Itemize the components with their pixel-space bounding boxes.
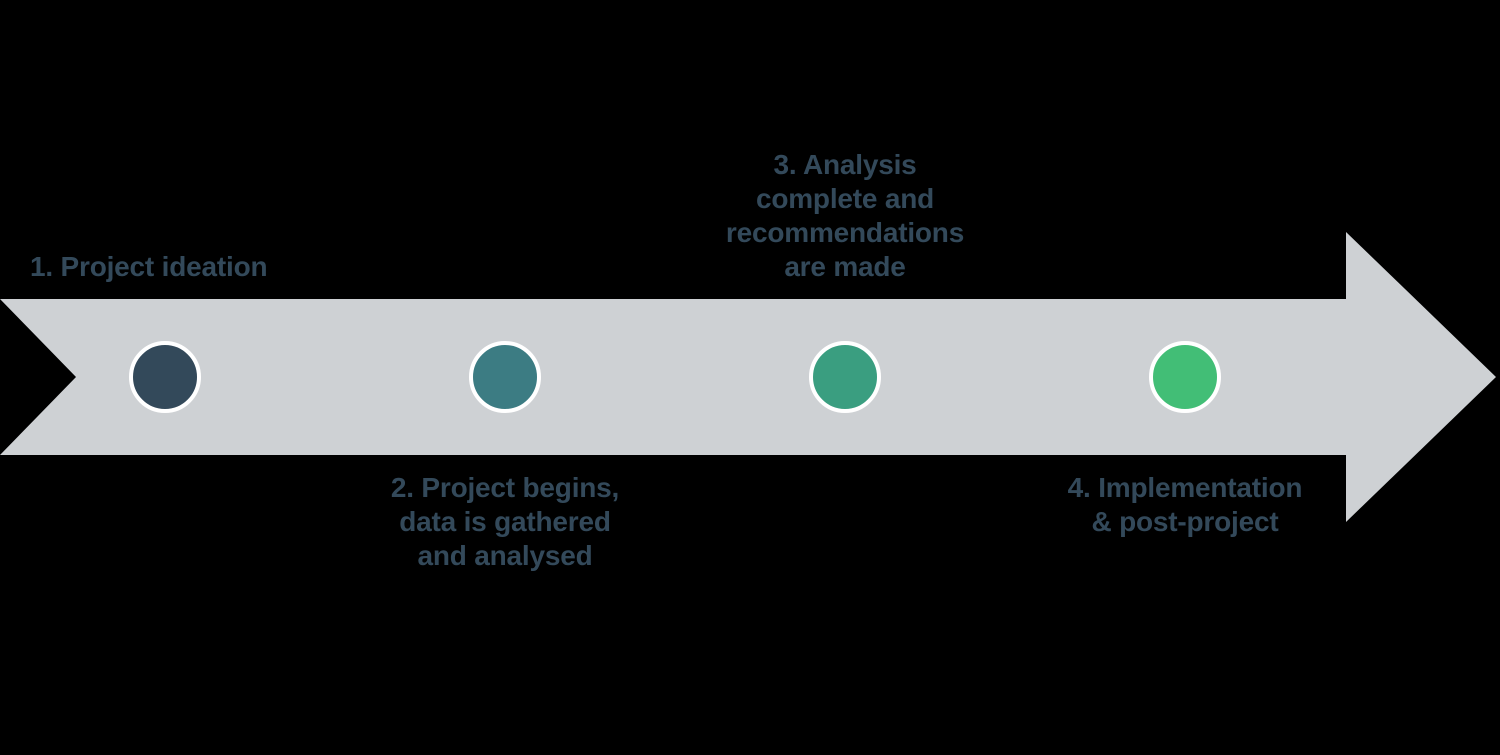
- milestone-marker-step-4[interactable]: [1149, 341, 1221, 413]
- milestone-marker-step-2[interactable]: [469, 341, 541, 413]
- step-label-1: 1. Project ideation: [30, 251, 268, 282]
- milestone-marker-step-3[interactable]: [809, 341, 881, 413]
- step-label-2: 2. Project begins, data is gathered and …: [390, 472, 620, 571]
- step-label-3: 3. Analysis complete and recommendations…: [725, 149, 965, 282]
- step-label-4: 4. Implementation & post-project: [1067, 472, 1303, 537]
- arrow-shape: [0, 232, 1496, 522]
- milestone-marker-step-1[interactable]: [129, 341, 201, 413]
